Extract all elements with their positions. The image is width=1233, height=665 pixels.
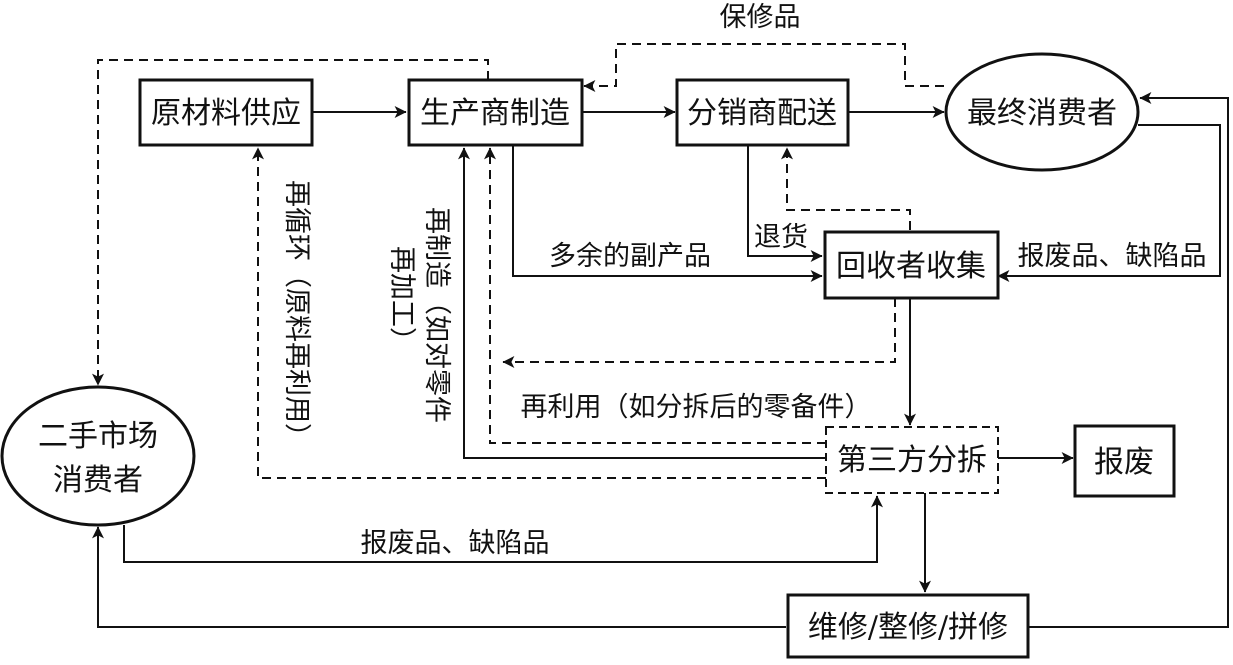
node-scrap: 报废 [1073, 424, 1176, 498]
edge-third-party-to-raw-material [252, 147, 826, 479]
scrap-defect-label-right: 报废品、缺陷品 [1018, 241, 1207, 272]
dashed-edges [92, 43, 944, 479]
edge-consumer-to-collector [997, 124, 1221, 282]
edge-labels: 保修品 多余的副产品 退货 报废品、缺陷品 再利用（如分拆后的零备件） 报废品、… [281, 2, 1207, 559]
solid-edges [92, 92, 1229, 628]
edge-repair-to-second-hand [92, 526, 786, 628]
edge-returns-to-collector [747, 145, 823, 262]
warranty-label: 保修品 [720, 2, 801, 33]
raw-material-label: 原材料供应 [151, 96, 301, 131]
reuse-label: 再利用（如分拆后的零备件） [521, 392, 872, 423]
edge-byproduct-to-collector [512, 145, 823, 282]
node-collector: 回收者收集 [823, 230, 1000, 300]
remanufacture-label-line1: 再制造（如对零件 [421, 207, 452, 423]
edge-collector-to-distributor [781, 147, 911, 230]
edge-second-hand-to-third-party [123, 495, 883, 563]
edge-repair-to-consumer [1028, 92, 1229, 628]
node-consumer: 最终消费者 [944, 52, 1140, 172]
node-raw-material: 原材料供应 [138, 78, 314, 147]
second-hand-label-line1: 二手市场 [38, 419, 158, 454]
node-third-party: 第三方分拆 [825, 426, 999, 494]
node-second-hand: 二手市场 消费者 [0, 385, 196, 527]
remanufacture-label-line2: 再加工） [386, 246, 417, 354]
recycle-label: 再循环（原料再利用） [281, 180, 312, 450]
third-party-label: 第三方分拆 [837, 443, 987, 478]
edge-third-party-to-manufacturer [458, 147, 826, 459]
edge-manufacturer-to-second-hand [92, 59, 489, 386]
repair-label: 维修/整修/拼修 [808, 610, 1008, 645]
manufacturer-label: 生产商制造 [420, 96, 570, 131]
consumer-label: 最终消费者 [967, 96, 1117, 131]
node-distributor: 分销商配送 [675, 78, 850, 147]
scrap-label: 报废 [1094, 445, 1154, 480]
edge-collector-reuse-to-manufacturer [502, 298, 896, 368]
node-repair: 维修/整修/拼修 [786, 593, 1030, 659]
collector-label: 回收者收集 [836, 249, 986, 284]
edge-third-party-reuse-to-manufacturer [484, 147, 826, 444]
second-hand-label-line2: 消费者 [53, 463, 143, 498]
byproduct-label: 多余的副产品 [549, 241, 711, 272]
scrap-defect-label-bottom: 报废品、缺陷品 [361, 528, 550, 559]
distributor-label: 分销商配送 [687, 96, 837, 131]
node-manufacturer: 生产商制造 [407, 78, 584, 147]
returns-label: 退货 [754, 222, 808, 253]
edge-warranty-loop [583, 43, 944, 92]
